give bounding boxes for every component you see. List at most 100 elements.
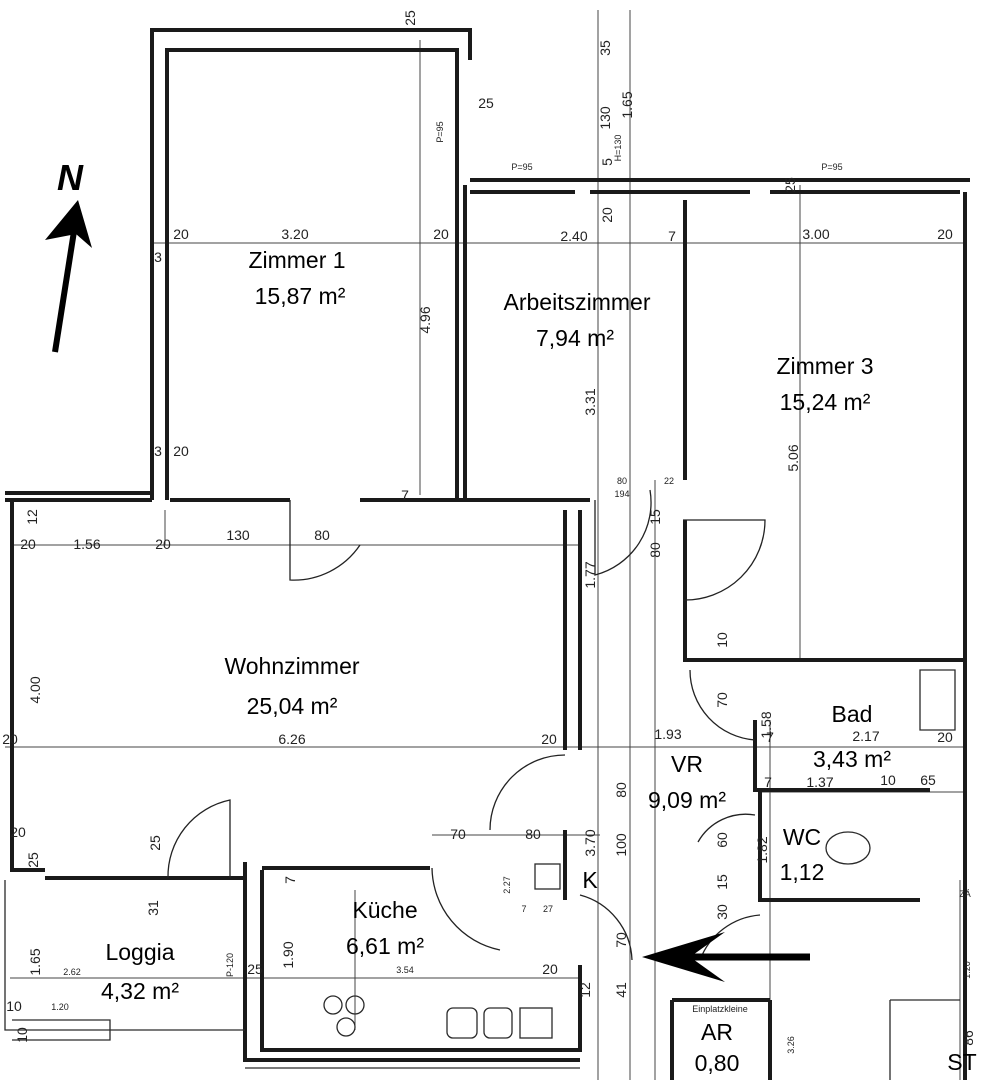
dim-label: 10 xyxy=(14,1027,30,1043)
dim-label: 70 xyxy=(450,826,466,842)
dim-label: 65 xyxy=(920,772,936,788)
dim-label: 2.62 xyxy=(63,967,81,977)
room-area: 25,04 m² xyxy=(247,693,338,719)
window-label: P-120 xyxy=(225,953,235,977)
dim-label: 7 xyxy=(766,729,774,745)
dim-label: 3 xyxy=(154,443,162,459)
dim-label: 70 xyxy=(714,692,730,708)
dim-label: 20 xyxy=(173,443,189,459)
north-arrow: N xyxy=(45,157,92,353)
room-area: 1,12 xyxy=(780,859,825,885)
dim-label: 25 xyxy=(247,961,263,977)
dim-label: 10 xyxy=(880,772,896,788)
dim-label: 60 xyxy=(714,832,730,848)
dim-label: 3.26 xyxy=(786,1036,796,1054)
dim-label: 3.31 xyxy=(582,388,598,415)
room-name: WC xyxy=(783,824,821,850)
dim-label: 3.54 xyxy=(396,965,414,975)
dim-label: 3.70 xyxy=(582,829,598,856)
entrance-arrow-icon xyxy=(642,932,810,982)
dim-label: 12 xyxy=(577,982,593,998)
room-name: Arbeitszimmer xyxy=(504,289,651,315)
dim-label: 80 xyxy=(613,782,629,798)
room-area: 7,94 m² xyxy=(536,325,614,351)
window-label: P=95 xyxy=(821,162,842,172)
room-name: Zimmer 1 xyxy=(248,247,345,273)
room-area: 9,09 m² xyxy=(648,787,726,813)
dim-label: 7 xyxy=(401,487,409,503)
room-name: Loggia xyxy=(105,939,174,965)
dim-label: 20 xyxy=(541,731,557,747)
walls xyxy=(4,28,970,1080)
dim-label: 22 xyxy=(664,476,674,486)
room-area: 3,43 m² xyxy=(813,746,891,772)
fixture-label: ZÄ xyxy=(959,889,971,899)
dim-label: 20 xyxy=(937,226,953,242)
dim-label: 4.96 xyxy=(417,306,433,333)
dim-label: 25 xyxy=(25,852,41,868)
dim-label: 1.77 xyxy=(582,561,598,588)
dim-label: 30 xyxy=(714,904,730,920)
dim-label: 12 xyxy=(24,509,40,525)
dim-label: 20 xyxy=(2,731,18,747)
dim-label: 7 xyxy=(668,228,676,244)
room-area: 15,24 m² xyxy=(780,389,871,415)
dim-label: 3 xyxy=(154,249,162,265)
dim-label: 130 xyxy=(226,527,250,543)
room-area: 4,32 m² xyxy=(101,978,179,1004)
room-name: Bad xyxy=(832,701,873,727)
dim-label: 27 xyxy=(543,904,553,914)
dimension-labels: 25 35 130 1.65 25 5 20 25 20 3.20 20 2.4… xyxy=(2,10,976,1054)
dim-label: 80 xyxy=(647,542,663,558)
dim-label: 41 xyxy=(613,982,629,998)
window-label: P=95 xyxy=(511,162,532,172)
dim-label: 7 xyxy=(282,876,298,884)
dim-label: 130 xyxy=(597,106,613,130)
dim-label: 31 xyxy=(145,900,161,916)
dim-label: 20 xyxy=(433,226,449,242)
room-area: 6,61 m² xyxy=(346,933,424,959)
room-name: Küche xyxy=(352,897,417,923)
dim-label: 194 xyxy=(614,489,629,499)
room-area: 15,87 m² xyxy=(255,283,346,309)
dim-label: 20 xyxy=(10,824,26,840)
dim-label: 1.93 xyxy=(654,726,681,742)
dim-label: 2.17 xyxy=(852,728,879,744)
dim-label: 25 xyxy=(147,835,163,851)
dim-label: 4.00 xyxy=(27,676,43,703)
fixture-label: K xyxy=(582,867,598,893)
dim-label: 1.56 xyxy=(73,536,100,552)
dim-label: 7 xyxy=(764,774,772,790)
dim-label: 1.20 xyxy=(51,1002,69,1012)
room-name: Zimmer 3 xyxy=(776,353,873,379)
dim-label: 25 xyxy=(782,177,798,193)
fixture-label: Einplatzkleine xyxy=(692,1004,748,1014)
dim-label: 70 xyxy=(613,932,629,948)
dim-label: 1.20 xyxy=(962,961,972,979)
dim-label: 20 xyxy=(20,536,36,552)
dim-label: 1.58 xyxy=(758,711,774,738)
dim-label: 1.65 xyxy=(619,91,635,118)
dim-label: 35 xyxy=(597,40,613,56)
dim-label: 10 xyxy=(6,998,22,1014)
dim-label: 1.90 xyxy=(280,941,296,968)
toilet-icon xyxy=(825,831,871,865)
dim-label: 20 xyxy=(599,207,615,223)
dim-label: 20 xyxy=(155,536,171,552)
dim-label: 15 xyxy=(647,509,663,525)
room-area: 0,80 xyxy=(695,1050,740,1076)
dim-label: 3.00 xyxy=(802,226,829,242)
dim-label: 2.40 xyxy=(560,228,587,244)
room-name: Wohnzimmer xyxy=(224,653,359,679)
dim-label: 7 xyxy=(521,904,526,914)
dim-label: 6.26 xyxy=(278,731,305,747)
dim-label: 100 xyxy=(613,833,629,857)
dim-label: 25 xyxy=(402,10,418,26)
dim-label: 10 xyxy=(714,632,730,648)
stairs-label: ST xyxy=(947,1049,976,1075)
dim-label: 25 xyxy=(478,95,494,111)
dim-label: 5 xyxy=(599,158,615,166)
dim-label: 1.65 xyxy=(27,948,43,975)
dim-label: 20 xyxy=(542,961,558,977)
